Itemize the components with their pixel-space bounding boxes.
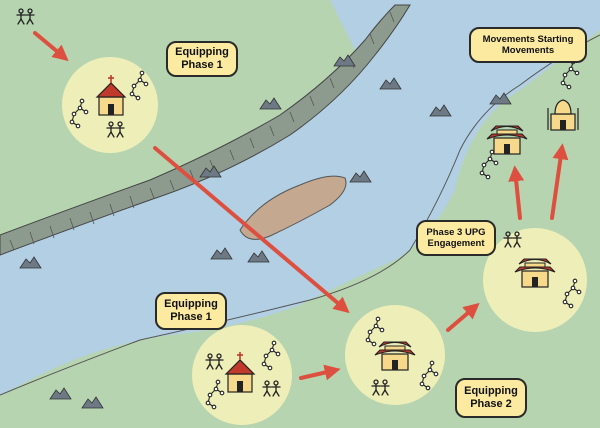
label-line: Phase 1: [181, 59, 223, 71]
equip1-bottom-label: Equipping Phase 1: [155, 292, 227, 330]
label-line: Equipping: [175, 45, 229, 58]
coastline: [0, 34, 600, 396]
arrow: [299, 364, 341, 381]
movements-label: Movements Starting Movements: [469, 27, 587, 63]
island: [239, 175, 347, 240]
equip1-top-label: Equipping Phase 1: [166, 41, 238, 77]
arrow: [550, 143, 569, 220]
cliff-ridge: [0, 4, 411, 256]
label-line: Phase 3 UPG: [426, 226, 486, 238]
arrow: [508, 165, 525, 220]
label-line: Movements: [501, 45, 555, 56]
arrow: [446, 302, 480, 332]
sea-top-left: [0, 0, 330, 190]
arrow: [33, 31, 69, 62]
label-line: Phase 1: [170, 311, 212, 323]
arrow: [153, 146, 350, 314]
label-line: Equipping: [464, 384, 518, 397]
label-line: Movements Starting: [482, 33, 574, 45]
equip2-label: Equipping Phase 2: [455, 378, 527, 418]
label-line: Engagement: [427, 238, 485, 249]
label-line: Equipping: [164, 297, 218, 310]
label-line: Phase 2: [470, 398, 512, 410]
phase3-label: Phase 3 UPG Engagement: [416, 220, 496, 256]
